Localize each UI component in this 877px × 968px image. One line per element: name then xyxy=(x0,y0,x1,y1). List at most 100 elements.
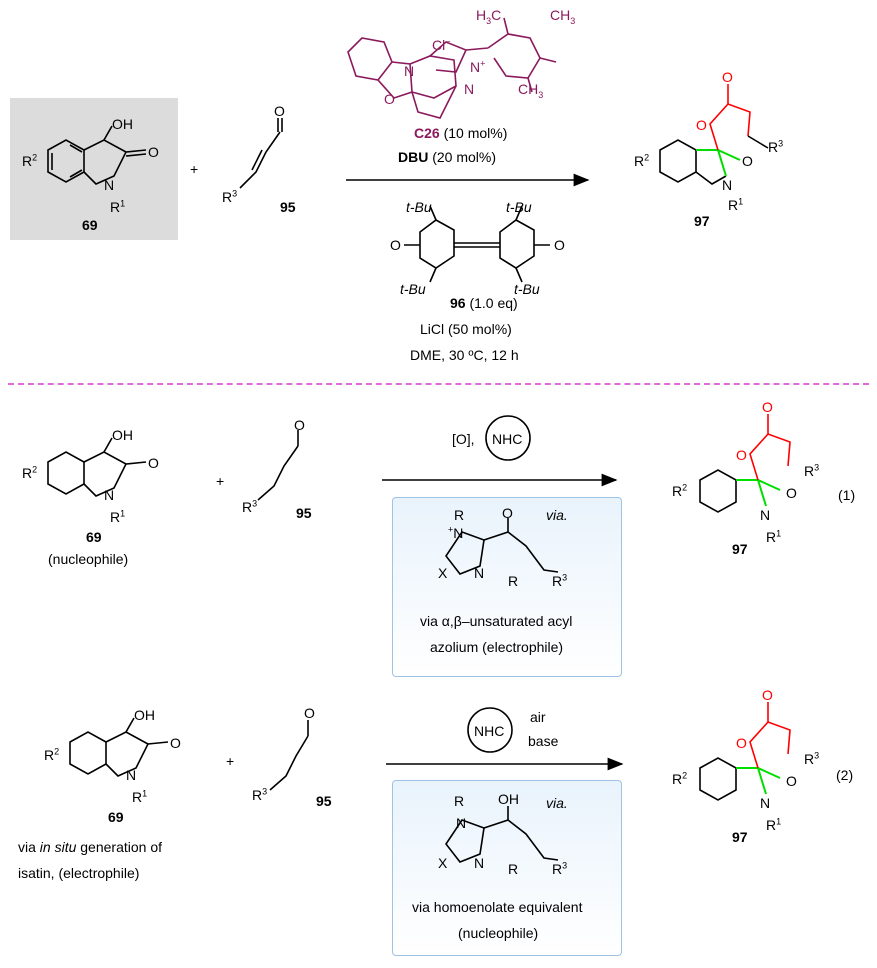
base-name: DBU xyxy=(398,149,429,165)
compound-label-97-a: 97 xyxy=(694,213,710,229)
product-o-lactone-b: O xyxy=(762,399,773,415)
product-o-ring-a: O xyxy=(696,117,707,133)
ch3-ch: CH xyxy=(550,7,571,23)
r-symbol: R xyxy=(252,787,263,803)
oxidant-text: [O], xyxy=(452,431,475,447)
reactant-role-1: (nucleophile) xyxy=(48,551,129,567)
enal-95-structure-c xyxy=(269,720,309,791)
r-symbol: R xyxy=(634,153,645,169)
breslow-homoenolate-structure xyxy=(445,806,559,863)
azolium-plus: + xyxy=(448,524,454,535)
role-prefix: via xyxy=(18,839,40,855)
product-o-lactone-c: O xyxy=(762,687,773,703)
h3c-sub: 3 xyxy=(486,15,492,26)
r-symbol: R xyxy=(552,573,563,589)
atom-o-aldehyde-3: O xyxy=(304,705,315,721)
r1-superscript: 1 xyxy=(120,198,126,209)
tbu-bottom-left: t-Bu xyxy=(400,282,426,296)
enal-95-structure-b xyxy=(257,430,299,501)
compound-label-95-a: 95 xyxy=(280,199,296,215)
r-symbol: R xyxy=(44,747,55,763)
air-text: air xyxy=(530,709,546,725)
counterion-charge: − xyxy=(445,36,451,47)
catalyst-c26-structure xyxy=(347,17,557,119)
product-r1-b: R1 xyxy=(766,528,782,545)
conditions-text: DME, 30 ºC, 12 h xyxy=(410,347,519,363)
r1-superscript: 1 xyxy=(738,196,744,207)
r-symbol: R xyxy=(110,199,121,215)
base-loading: DBU (20 mol%) xyxy=(398,150,496,164)
r1-superscript: 1 xyxy=(776,816,782,827)
nhc-cycle-2 xyxy=(467,707,513,753)
r-symbol: R xyxy=(768,139,779,155)
atom-r1-2: R1 xyxy=(110,509,125,524)
intermediate-2-line2: (nucleophile) xyxy=(458,925,539,941)
breslow-via: via. xyxy=(546,795,568,811)
base-amount: (20 mol%) xyxy=(432,149,497,165)
nhc-text-1: NHC xyxy=(492,431,523,447)
reactant-role-2-line1: via in situ generation of xyxy=(18,840,162,854)
r3-superscript: 3 xyxy=(252,498,258,509)
azolium-r3: R3 xyxy=(552,573,567,589)
catalyst-name: C26 xyxy=(414,125,440,141)
r-symbol: R xyxy=(242,499,253,515)
intermediate-box-2 xyxy=(392,780,622,956)
scheme-divider xyxy=(8,383,869,385)
tbu-top-right: t-Bu xyxy=(506,200,532,214)
oxidant-o-right: O xyxy=(554,237,565,253)
r3-superscript: 3 xyxy=(562,860,568,871)
r-symbol: R xyxy=(672,483,683,499)
breslow-r3: R3 xyxy=(552,860,568,876)
plus-sign-3: + xyxy=(226,753,235,769)
product-r3-c: R3 xyxy=(804,750,820,767)
product-n-b: N xyxy=(760,507,771,523)
atom-o-3: O xyxy=(170,735,181,751)
compound-label-69-a: 69 xyxy=(82,217,98,233)
r-symbol: R xyxy=(766,529,777,545)
product-r2-a: R2 xyxy=(634,153,649,169)
catalyst-h3c: H3C xyxy=(476,7,502,26)
nhc-text-2: NHC xyxy=(474,723,505,739)
product-n-c: N xyxy=(760,795,771,811)
atom-n-2: N xyxy=(104,487,115,503)
atom-r3-aldehyde-1: R3 xyxy=(222,188,238,204)
product-o-carbonyl-c: O xyxy=(786,773,797,789)
azolium-n: N xyxy=(453,525,464,541)
catalyst-loading: C26 (10 mol%) xyxy=(414,126,507,140)
r2-superscript: 2 xyxy=(54,746,60,757)
breslow-x: X xyxy=(438,855,448,871)
r-symbol: R xyxy=(804,751,815,767)
product-o-carbonyl-b: O xyxy=(786,485,797,501)
intermediate-1-line2: azolium (electrophile) xyxy=(430,639,564,655)
oxidant-o-left: O xyxy=(390,237,401,253)
compound-label-97-c: 97 xyxy=(732,829,748,845)
azolium-n-bottom: N xyxy=(474,565,485,581)
atom-r2-2: R2 xyxy=(22,465,37,480)
azolium-via: via. xyxy=(546,507,568,523)
counterion-text: Cl xyxy=(432,37,446,53)
atom-r1-3: R1 xyxy=(132,789,147,805)
compound-label-97-b: 97 xyxy=(732,541,748,557)
r3-superscript: 3 xyxy=(232,188,238,199)
atom-r2-1: R2 xyxy=(22,153,37,168)
ch3-sub: 3 xyxy=(538,89,544,100)
oxidant-96-structure xyxy=(404,205,550,283)
product-r1-a: R1 xyxy=(728,196,744,212)
catalyst-n-plus: N+ xyxy=(470,59,485,74)
r3-superscript: 3 xyxy=(814,750,820,761)
r-symbol: R xyxy=(132,789,143,805)
tbu-text: t-Bu xyxy=(400,281,426,297)
hydroxyoxindole-69-structure-c xyxy=(69,717,169,777)
catalyst-counterion: Cl− xyxy=(432,36,451,53)
r-symbol: R xyxy=(804,463,815,479)
atom-r1-1: R1 xyxy=(110,198,126,215)
atom-r2-3: R2 xyxy=(44,746,60,763)
equation-number-2: (2) xyxy=(836,767,854,783)
r3-superscript: 3 xyxy=(262,786,268,797)
r2-superscript: 2 xyxy=(682,770,688,781)
atom-o-2: O xyxy=(148,455,159,471)
r-symbol: R xyxy=(672,771,683,787)
r1-superscript: 1 xyxy=(776,528,782,539)
product-r2-c: R2 xyxy=(672,770,688,787)
